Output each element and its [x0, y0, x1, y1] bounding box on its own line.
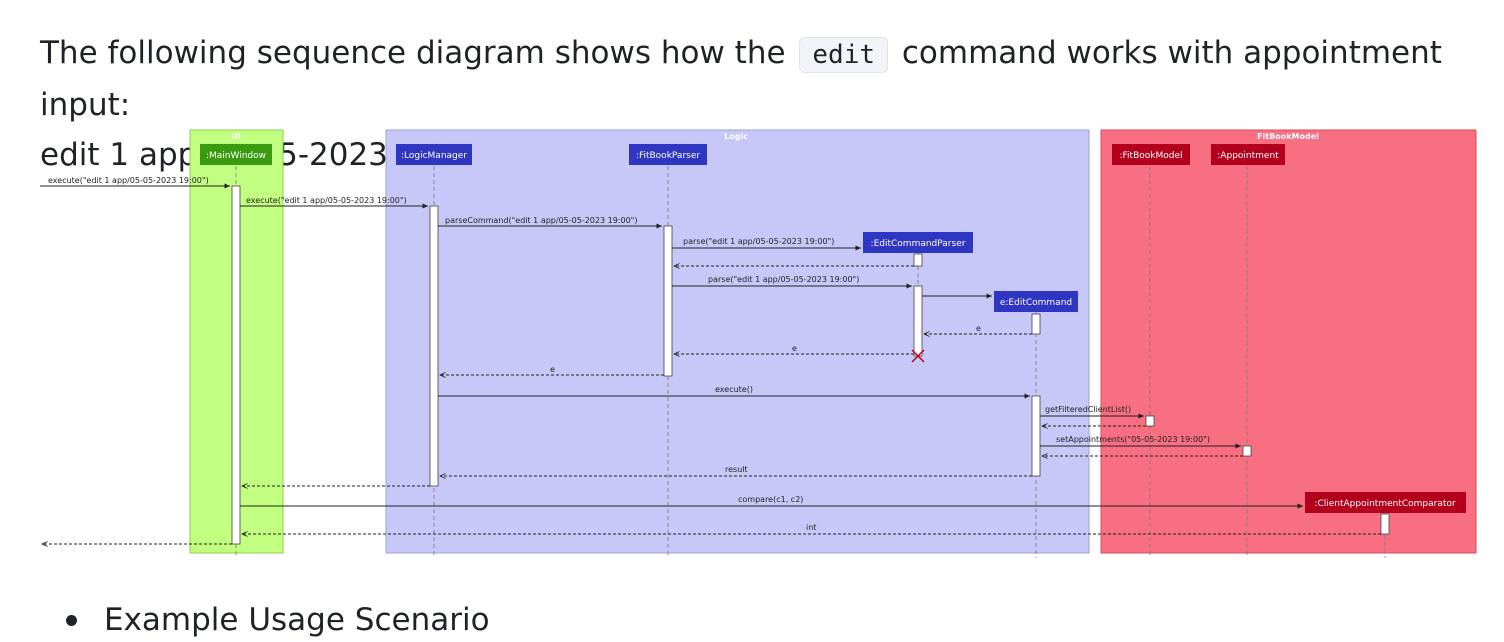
label-get-filtered-client-list: getFilteredClientList() — [1045, 405, 1131, 414]
messages — [40, 183, 1381, 544]
label-parse-1: parse("edit 1 app/05-05-2023 19:00") — [683, 237, 834, 246]
group-model: FitBookModel — [1100, 129, 1477, 554]
activation-fitbook-parser — [663, 225, 673, 377]
activation-edit-command-parser-1 — [913, 253, 923, 267]
svg-text::LogicManager: :LogicManager — [401, 151, 467, 161]
participant-comparator: :ClientAppointmentComparator — [1305, 492, 1466, 513]
sequence-diagram: UI Logic FitBookModel :MainWindow :Logic… — [40, 129, 1477, 558]
bullet-list: Example Usage Scenario — [66, 598, 490, 642]
destroy-marker — [911, 349, 925, 363]
activation-bars — [231, 185, 1390, 545]
activation-edit-command-1 — [1031, 313, 1041, 335]
label-return-e-1: e — [976, 324, 981, 333]
activation-comparator — [1380, 513, 1390, 535]
activation-fitbook-model — [1145, 415, 1155, 427]
label-return-e-2: e — [792, 344, 797, 353]
participant-main-window: :MainWindow — [200, 144, 272, 165]
message-labels: execute("edit 1 app/05-05-2023 19:00") e… — [48, 176, 1210, 532]
label-return-int: int — [806, 523, 816, 532]
svg-text::FitBookParser: :FitBookParser — [636, 151, 700, 161]
group-logic: Logic — [385, 129, 1090, 554]
label-execute-1: execute("edit 1 app/05-05-2023 19:00") — [48, 176, 209, 185]
participant-fitbook-parser: :FitBookParser — [629, 144, 707, 165]
intro-text-after: command works with appointment input: — [40, 35, 1442, 123]
label-parse-2: parse("edit 1 app/05-05-2023 19:00") — [708, 275, 859, 284]
label-parse-command: parseCommand("edit 1 app/05-05-2023 19:0… — [445, 216, 637, 225]
participant-edit-command: e:EditCommand — [994, 291, 1078, 312]
svg-text:e:EditCommand: e:EditCommand — [1000, 298, 1072, 308]
label-return-result: result — [725, 465, 748, 474]
activation-appointment — [1242, 445, 1252, 457]
activation-edit-command-2 — [1031, 395, 1041, 477]
participant-appointment: :Appointment — [1211, 144, 1285, 165]
svg-text::MainWindow: :MainWindow — [206, 151, 266, 161]
activation-logic-manager — [429, 205, 439, 487]
activation-edit-command-parser-2 — [913, 285, 923, 357]
intro-text-before: The following sequence diagram shows how… — [40, 35, 786, 71]
label-return-e-3: e — [550, 365, 555, 374]
inline-code-edit: edit — [799, 37, 889, 73]
label-compare: compare(c1, c2) — [738, 495, 803, 504]
group-logic-label: Logic — [724, 132, 748, 141]
label-execute-2: execute("edit 1 app/05-05-2023 19:00") — [246, 196, 407, 205]
participant-edit-command-parser: :EditCommandParser — [863, 232, 973, 253]
svg-text::Appointment: :Appointment — [1217, 151, 1279, 161]
bullet-item-example-usage: Example Usage Scenario — [66, 598, 490, 642]
label-execute-3: execute() — [715, 385, 753, 394]
svg-text::EditCommandParser: :EditCommandParser — [871, 239, 966, 249]
svg-text::FitBookModel: :FitBookModel — [1119, 151, 1182, 161]
participant-fitbook-model: :FitBookModel — [1112, 144, 1190, 165]
group-model-label: FitBookModel — [1257, 132, 1319, 141]
group-ui-label: UI — [231, 132, 240, 141]
participant-logic-manager: :LogicManager — [396, 144, 472, 165]
svg-text::ClientAppointmentComparator: :ClientAppointmentComparator — [1314, 499, 1455, 509]
activation-main-window — [231, 185, 241, 545]
label-set-appointments: setAppointments("05-05-2023 19:00") — [1056, 435, 1210, 444]
